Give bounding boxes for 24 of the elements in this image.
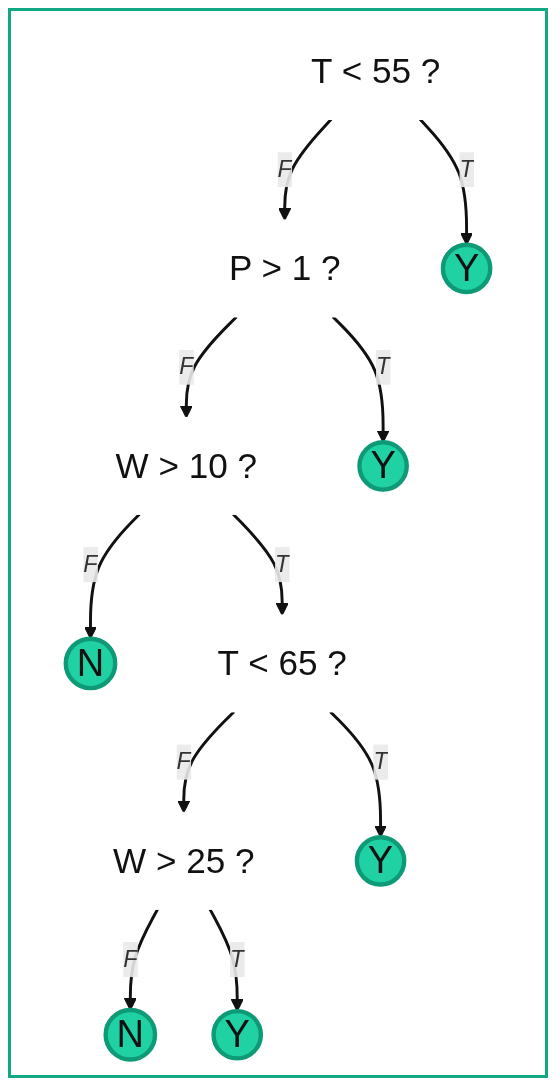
edge-label: T	[459, 156, 474, 182]
node-circle: N	[63, 636, 118, 691]
edge-label: F	[83, 551, 98, 577]
node-circle: Y	[357, 440, 409, 492]
node-circle: N	[103, 1007, 158, 1062]
node-circle: Y	[211, 1008, 264, 1061]
node-circle: Y	[354, 835, 407, 887]
edge-label: F	[277, 156, 292, 182]
arrow	[179, 315, 238, 419]
node-text: P > 1 ?	[228, 247, 341, 288]
edge-label: F	[179, 354, 194, 379]
edge-label: F	[123, 946, 138, 972]
edge-label: T	[373, 748, 388, 774]
edge-label: T	[275, 551, 290, 577]
edge-label: F	[176, 748, 191, 774]
node-text: W > 10 ?	[115, 445, 258, 485]
node-text: T < 65 ?	[217, 642, 347, 683]
edge-label: T	[375, 354, 391, 379]
node-circle: Y	[440, 242, 493, 295]
arrow	[232, 513, 289, 616]
edge-label: T	[230, 946, 245, 972]
node-text: T < 55 ?	[311, 50, 441, 90]
arrow	[177, 710, 236, 814]
node-text: W > 25 ?	[113, 840, 255, 880]
